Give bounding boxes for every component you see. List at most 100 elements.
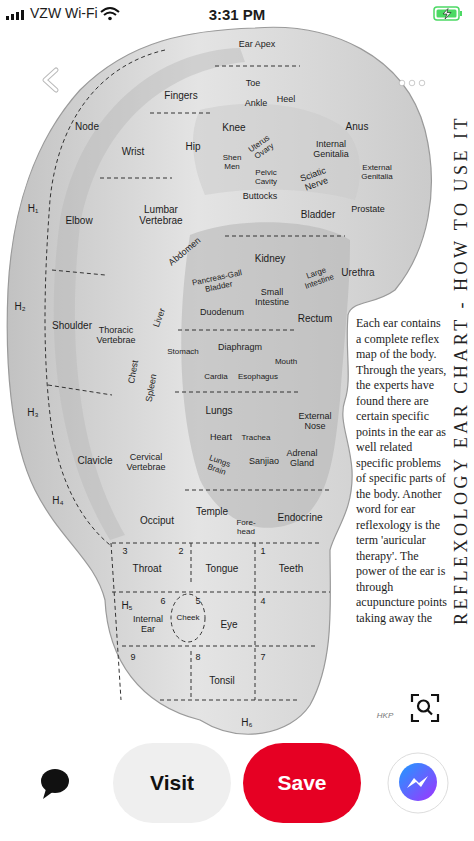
zone-label: Thoracic Vertebrae (93, 326, 139, 346)
zone-border (111, 543, 121, 700)
zone-label: Bladder (301, 209, 335, 220)
zone-label: Cardia (204, 373, 228, 382)
zone-label: Lungs Brain (203, 453, 233, 478)
zone-border (225, 236, 345, 237)
more-dot (399, 80, 405, 86)
more-dot (409, 80, 415, 86)
zone-label: Liver (152, 307, 168, 329)
zone-label: Large Intestine (296, 263, 340, 293)
helix-marker: H₁ (28, 203, 39, 214)
zone-label: Teeth (279, 563, 303, 574)
zone-label: Duodenum (200, 308, 244, 318)
zone-border (185, 490, 330, 491)
signature: HKP (377, 712, 393, 721)
helix-marker: H₆ (241, 717, 252, 728)
zone-label: Kidney (255, 253, 286, 264)
zone-label: Sanjiao (249, 457, 279, 467)
more-dot (419, 80, 425, 86)
zone-label: Stomach (167, 348, 199, 357)
zone-label: Internal Ear (130, 615, 166, 635)
back-arrow-shadow (45, 70, 56, 90)
zone-label: Occiput (140, 515, 174, 526)
cheek-zone (171, 594, 205, 642)
zone-label: Heel (277, 95, 296, 105)
comment-icon-tail (43, 789, 54, 799)
zone-label: Sciatic Nerve (295, 165, 336, 196)
back-arrow (45, 70, 56, 90)
zone-label: Toe (246, 79, 261, 89)
zone-number: 9 (130, 653, 135, 663)
zone-label: Wrist (122, 146, 145, 157)
zone-border (191, 651, 192, 700)
zone-border (48, 385, 112, 395)
zone-border (178, 330, 295, 331)
zone-number: 2 (178, 547, 183, 557)
zone-label: Small Intestine (250, 288, 294, 308)
status-bar (0, 0, 474, 28)
zone-label: Urethra (341, 267, 374, 278)
fossa-shading (193, 104, 360, 200)
zone-number: 5 (195, 597, 200, 607)
zone-label: Heart (210, 433, 232, 443)
lens-glass (418, 701, 429, 712)
zone-label: Rectum (298, 313, 332, 324)
visual-search-icon (412, 695, 438, 721)
zone-label: Anus (346, 121, 369, 132)
zone-label: Elbow (65, 215, 92, 226)
zone-label: Chest (127, 360, 141, 385)
zone-label: Lumbar Vertebrae (135, 204, 187, 226)
messenger-logo (399, 763, 437, 801)
zone-label: Fingers (164, 90, 197, 101)
zone-label: Shen Men (219, 154, 245, 172)
zone-label: Spleen (145, 373, 160, 402)
zone-label: Internal Genitalia (308, 140, 354, 160)
lens-corner (412, 695, 419, 702)
zone-border (100, 178, 172, 179)
zone-label: Fore-head (234, 519, 258, 537)
zone-borders (45, 50, 345, 700)
zone-border (160, 700, 300, 701)
helix-marker: H₄ (52, 495, 63, 506)
zone-label: Clavicle (77, 455, 112, 466)
signal-bar (6, 16, 9, 20)
zone-label: Eye (220, 619, 237, 630)
zone-label: Uterus Ovary (245, 132, 280, 164)
zone-label: Ankle (245, 99, 268, 109)
button-label: Save (277, 771, 326, 795)
zone-label: Hip (185, 141, 200, 152)
action-bar (0, 738, 474, 841)
battery-tip (460, 11, 462, 16)
signal-bar (21, 10, 24, 20)
signal-bar (16, 12, 19, 20)
helix-marker: H₃ (27, 407, 38, 418)
zone-number: 8 (195, 653, 200, 663)
zone-label: Ear Apex (239, 40, 276, 50)
zone-label: Tonsil (209, 675, 235, 686)
body-text: Each ear contains a complete reflex map … (356, 316, 448, 626)
zone-border (150, 113, 210, 114)
clock-text: 3:31 PM (209, 7, 266, 24)
lens-corner (431, 714, 438, 721)
zone-label: Cheek (176, 614, 199, 623)
zone-border (112, 592, 330, 593)
zone-label: Throat (133, 563, 162, 574)
zone-border (215, 66, 300, 67)
zone-number: 6 (160, 597, 165, 607)
zone-label: Prostate (351, 205, 385, 215)
zone-label: External Nose (293, 412, 337, 432)
charging-bolt (443, 9, 451, 20)
zone-number: 3 (122, 547, 127, 557)
zone-label: Esophagus (238, 373, 278, 382)
zone-label: Buttocks (243, 192, 278, 202)
zone-label: Tongue (206, 563, 239, 574)
wifi-icon (104, 13, 116, 16)
lens-handle (428, 710, 433, 715)
zone-label: Knee (222, 122, 245, 133)
zone-label: Shoulder (52, 320, 92, 331)
zone-label: Endocrine (277, 512, 322, 523)
helix-marker: H₅ (121, 600, 132, 611)
concha-shading (181, 222, 350, 528)
zone-border (122, 646, 318, 647)
chart-title: REFLEXOLOGY EAR CHART - HOW TO USE IT (451, 115, 472, 625)
